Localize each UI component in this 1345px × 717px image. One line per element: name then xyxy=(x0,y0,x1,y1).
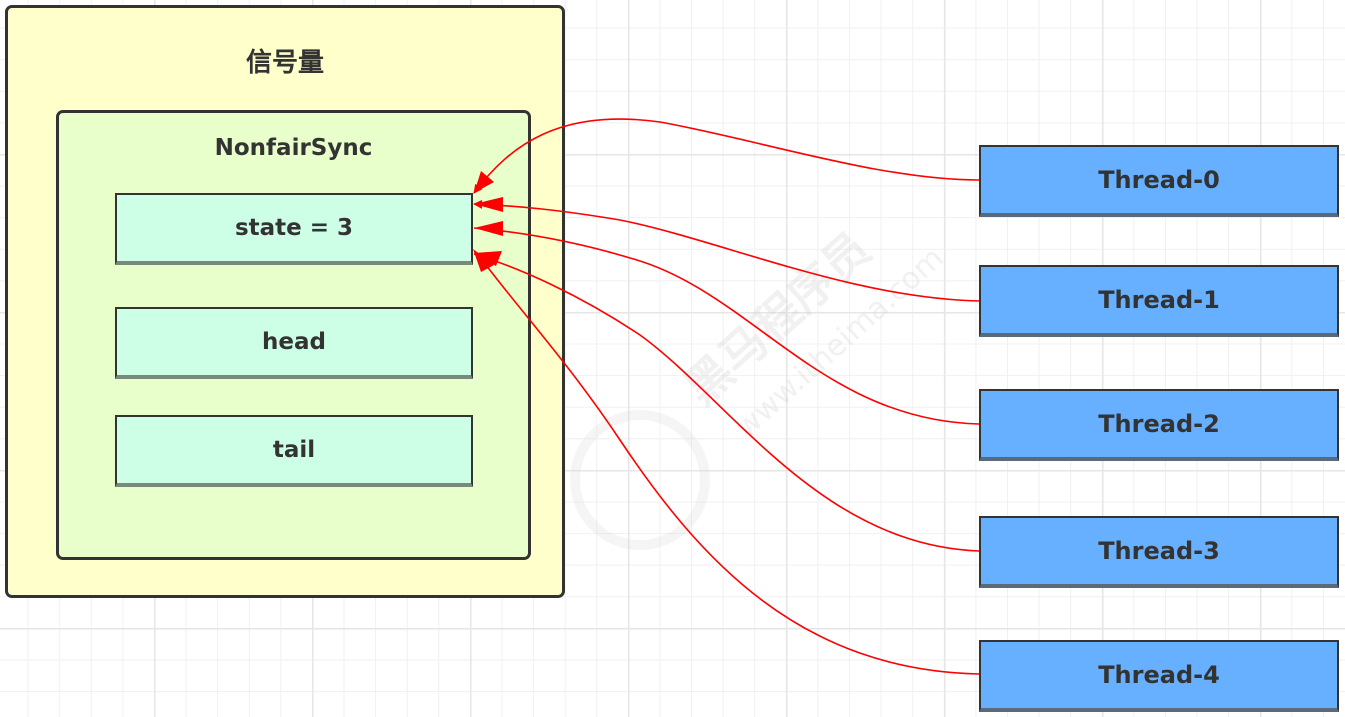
watermark-brand: 黑马程序员 xyxy=(673,221,881,416)
watermark-logo-icon xyxy=(570,410,710,550)
field-head: head xyxy=(115,307,473,379)
watermark: 黑马程序员 www.itheima.com xyxy=(560,221,980,550)
thread-1-node: Thread-1 xyxy=(979,265,1339,337)
semaphore-container: 信号量 NonfairSync xyxy=(5,5,565,598)
thread-0-node: Thread-0 xyxy=(979,145,1339,217)
semaphore-title: 信号量 xyxy=(245,48,324,78)
field-tail: tail xyxy=(115,415,473,487)
watermark-url: www.itheima.com xyxy=(728,240,951,446)
thread-3-node: Thread-3 xyxy=(979,516,1339,588)
thread-2-node: Thread-2 xyxy=(979,389,1339,461)
field-state: state = 3 xyxy=(115,193,473,265)
thread-4-node: Thread-4 xyxy=(979,640,1339,712)
nonfair-sync-title: NonfairSync xyxy=(214,135,373,161)
